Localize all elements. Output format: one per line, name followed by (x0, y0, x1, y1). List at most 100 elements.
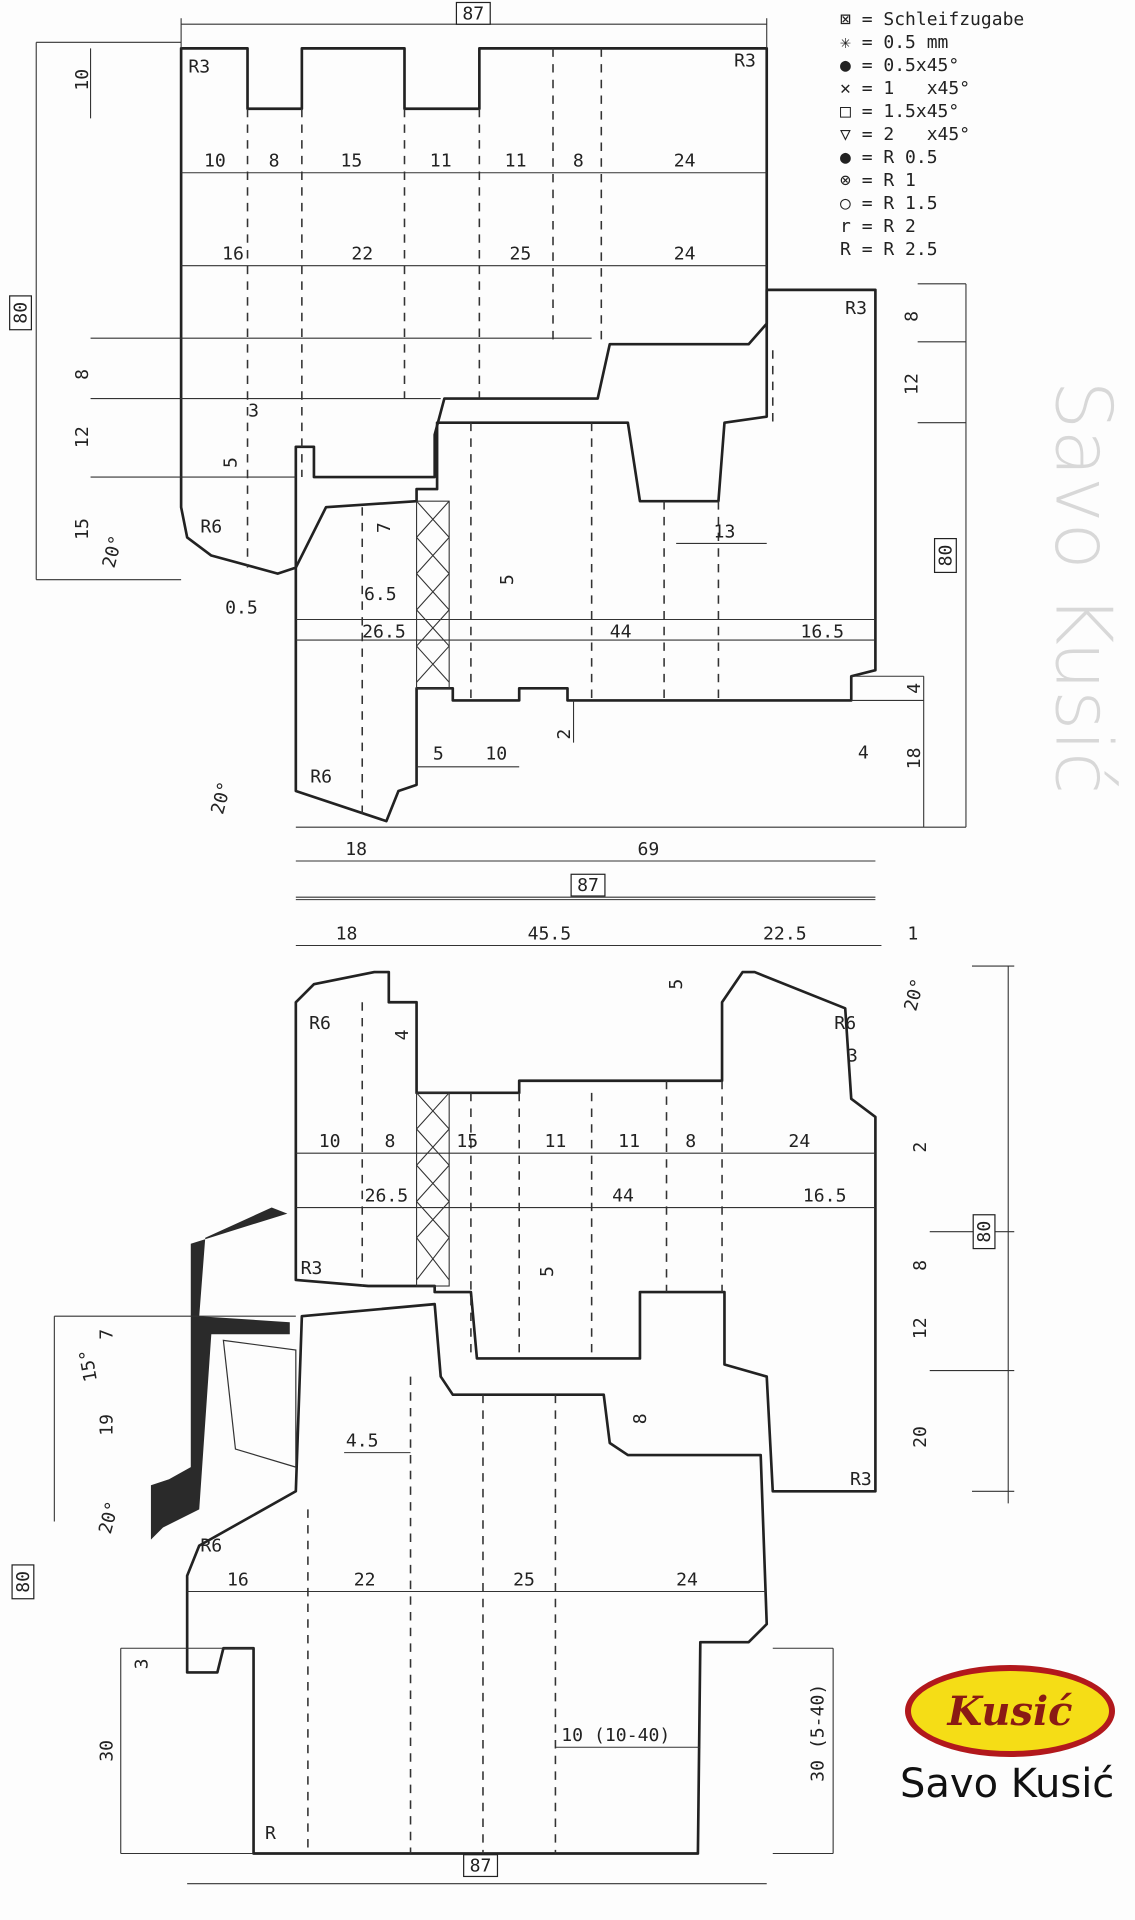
svg-text:25: 25 (513, 1569, 535, 1590)
svg-text:16: 16 (222, 244, 244, 265)
svg-text:2: 2 (554, 729, 575, 740)
legend-item: ⊠ = Schleifzugabe (840, 9, 1025, 30)
svg-text:22.5: 22.5 (763, 923, 807, 944)
grinding-allowance-zone (416, 1092, 450, 1287)
svg-text:15°: 15° (76, 1348, 102, 1384)
symbol-legend: ⊠ = Schleifzugabe ✳ = 0.5 mm ● = 0.5x45°… (840, 8, 1024, 261)
svg-text:5: 5 (497, 574, 518, 585)
svg-text:24: 24 (674, 244, 696, 265)
top-frame-profile-outline (294, 288, 877, 823)
svg-text:11: 11 (430, 151, 452, 172)
svg-text:7: 7 (374, 522, 395, 533)
svg-text:5: 5 (221, 457, 242, 468)
svg-text:15: 15 (340, 151, 362, 172)
svg-text:8: 8 (269, 151, 280, 172)
svg-text:24: 24 (676, 1569, 698, 1590)
svg-text:26.5: 26.5 (365, 1185, 409, 1206)
legend-item: ⊗ = R 1 (840, 170, 916, 191)
top-boxed-dims: 87 80 80 87 (9, 1, 957, 897)
dim-label: 80 (13, 1571, 34, 1593)
svg-text:20: 20 (910, 1426, 931, 1448)
svg-text:24: 24 (788, 1131, 810, 1152)
svg-text:11: 11 (618, 1131, 640, 1152)
svg-text:R6: R6 (834, 1013, 856, 1034)
legend-item: ● = 0.5x45° (840, 55, 960, 76)
svg-text:8: 8 (902, 311, 923, 322)
hatched-seal (222, 1339, 297, 1468)
dim-label: 80 (11, 302, 32, 324)
svg-text:1: 1 (907, 923, 918, 944)
svg-text:3: 3 (131, 1658, 152, 1669)
svg-text:8: 8 (385, 1131, 396, 1152)
svg-text:R3: R3 (734, 50, 756, 71)
svg-text:12: 12 (902, 373, 923, 395)
svg-text:8: 8 (72, 369, 93, 380)
bottom-boxed-dims: 80 80 87 (11, 1214, 996, 1878)
bottom-frame-profile-outline (185, 1302, 769, 1855)
svg-text:20°: 20° (99, 533, 128, 570)
svg-text:20°: 20° (900, 976, 929, 1013)
svg-text:18: 18 (336, 923, 358, 944)
svg-text:R3: R3 (845, 298, 867, 319)
svg-text:5: 5 (433, 744, 444, 765)
svg-text:22: 22 (354, 1569, 376, 1590)
svg-text:5: 5 (666, 979, 687, 990)
dim-label: 87 (577, 875, 599, 896)
svg-text:12: 12 (72, 426, 93, 448)
dim-label: 87 (470, 1856, 492, 1877)
grinding-allowance-hatch (416, 1092, 450, 1281)
legend-item: ○ = R 1.5 (840, 193, 938, 214)
svg-text:2: 2 (910, 1142, 931, 1153)
svg-text:6.5: 6.5 (364, 584, 397, 605)
top-sash-profile-outline (179, 47, 769, 575)
svg-text:15: 15 (72, 518, 93, 540)
svg-text:8: 8 (630, 1413, 651, 1424)
svg-text:45.5: 45.5 (528, 923, 572, 944)
grinding-allowance-zone (416, 500, 450, 689)
top-dimension-labels: 10 8 15 11 11 8 24 16 22 25 24 10 8 12 1… (72, 50, 925, 859)
svg-text:3: 3 (248, 401, 259, 422)
svg-text:13: 13 (714, 521, 736, 542)
legend-item: □ = 1.5x45° (840, 101, 960, 122)
svg-text:4: 4 (858, 742, 869, 763)
svg-text:20°: 20° (95, 1499, 124, 1536)
svg-text:20°: 20° (207, 779, 236, 816)
svg-text:R6: R6 (309, 1013, 331, 1034)
svg-text:24: 24 (674, 151, 696, 172)
top-dimension-lines (35, 18, 967, 898)
svg-text:R3: R3 (188, 57, 210, 78)
svg-text:10: 10 (485, 744, 507, 765)
svg-text:10 (10-40): 10 (10-40) (561, 1725, 670, 1746)
svg-text:4: 4 (904, 683, 925, 694)
top-centerlines (246, 48, 774, 822)
legend-item: R = R 2.5 (840, 239, 938, 260)
svg-text:12: 12 (910, 1317, 931, 1339)
legend-item: ▽ = 2 x45° (840, 124, 971, 145)
svg-text:18: 18 (904, 747, 925, 769)
svg-text:10: 10 (204, 151, 226, 172)
svg-text:44: 44 (610, 622, 632, 643)
dim-label: 80 (974, 1221, 995, 1243)
svg-text:R6: R6 (200, 1536, 222, 1557)
svg-text:R3: R3 (850, 1469, 872, 1490)
svg-text:4.5: 4.5 (346, 1431, 379, 1452)
legend-item: ✳ = 0.5 mm (840, 32, 949, 53)
svg-text:18: 18 (345, 839, 367, 860)
svg-text:8: 8 (685, 1131, 696, 1152)
svg-text:25: 25 (510, 244, 532, 265)
svg-text:8: 8 (573, 151, 584, 172)
logo-oval: Kusić (905, 1665, 1115, 1757)
bottom-dimension-lines (53, 899, 1015, 1885)
glazing-bead-gasket (150, 1207, 290, 1540)
svg-text:22: 22 (351, 244, 373, 265)
company-logo: Kusić Savo Kusić (900, 1665, 1125, 1807)
svg-text:4: 4 (392, 1029, 413, 1040)
svg-text:11: 11 (545, 1131, 567, 1152)
svg-text:11: 11 (505, 151, 527, 172)
svg-text:R3: R3 (301, 1258, 323, 1279)
bottom-sash-profile-outline (294, 970, 877, 1493)
svg-text:R6: R6 (310, 767, 332, 788)
svg-text:0.5: 0.5 (225, 597, 258, 618)
svg-text:26.5: 26.5 (362, 622, 406, 643)
